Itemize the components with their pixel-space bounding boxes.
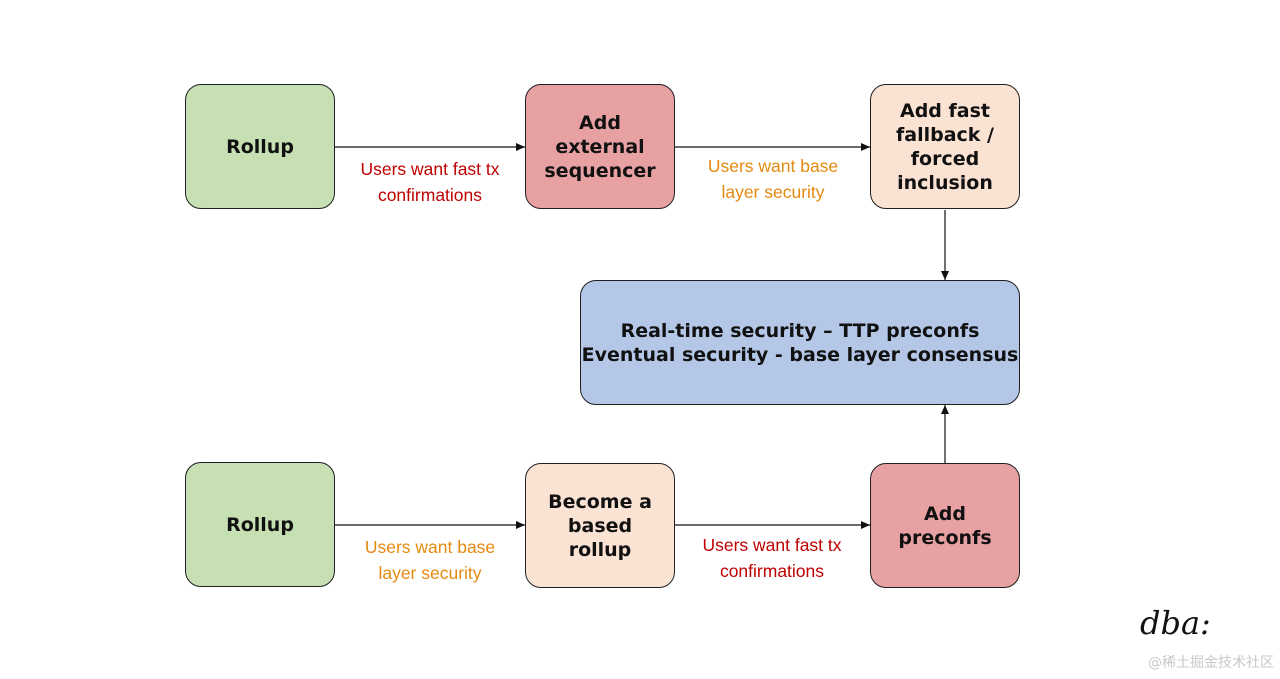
external-sequencer-label: Add external sequencer (544, 111, 656, 182)
edge-label-bottom-right-line2: confirmations (719, 561, 825, 581)
external-sequencer-node: Add external sequencer (525, 84, 675, 209)
edge-label-bottom-left: Users want base layer security (340, 534, 520, 586)
edge-label-bottom-left-line2: layer security (378, 563, 482, 583)
rollup-top-node: Rollup (185, 84, 335, 209)
security-line-1: Real-time security – TTP preconfs (620, 319, 980, 342)
edge-label-top-right-line1: Users want base (707, 156, 839, 176)
based-rollup-label: Become a based rollup (548, 490, 652, 561)
dba-logo: dba: (1140, 604, 1211, 642)
rollup-top-label: Rollup (226, 135, 294, 158)
edge-label-top-left: Users want fast tx confirmations (340, 156, 520, 208)
edge-label-top-right-line2: layer security (721, 182, 825, 202)
edge-label-top-left-line2: confirmations (377, 185, 483, 205)
fast-fallback-node: Add fast fallback / forced inclusion (870, 84, 1020, 209)
watermark-text: @稀土掘金技术社区 (1148, 655, 1274, 671)
edge-label-top-right: Users want base layer security (683, 153, 863, 205)
security-node: Real-time security – TTP preconfs Eventu… (580, 280, 1020, 405)
rollup-bottom-label: Rollup (226, 513, 294, 536)
based-rollup-node: Become a based rollup (525, 463, 675, 588)
edge-label-bottom-right: Users want fast tx confirmations (682, 532, 862, 584)
fast-fallback-label: Add fast fallback / forced inclusion (896, 99, 994, 194)
edge-label-top-left-line1: Users want fast tx (360, 159, 500, 179)
add-preconfs-label: Add preconfs (898, 502, 992, 549)
security-line-2: Eventual security - base layer consensus (581, 343, 1019, 366)
edge-label-bottom-left-line1: Users want base (364, 537, 496, 557)
add-preconfs-node: Add preconfs (870, 463, 1020, 588)
rollup-bottom-node: Rollup (185, 462, 335, 587)
edge-label-bottom-right-line1: Users want fast tx (702, 535, 842, 555)
